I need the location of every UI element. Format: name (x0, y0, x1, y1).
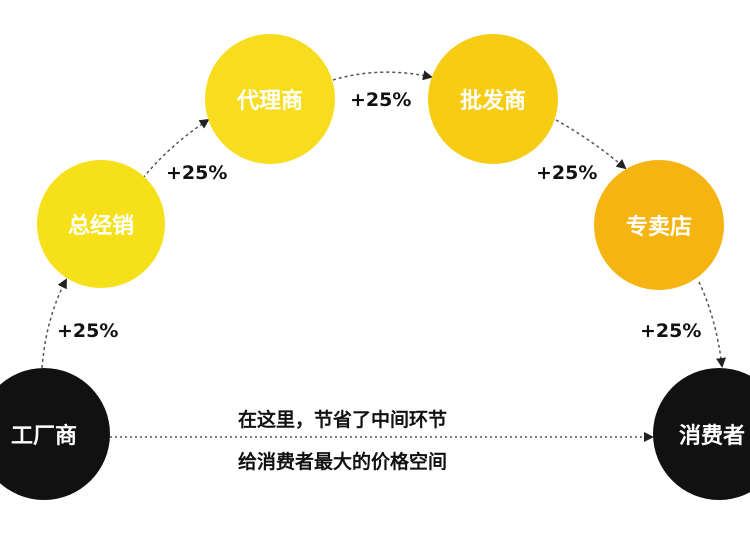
savings-message-line2: 给消费者最大的价格空间 (238, 451, 448, 473)
markup-label-3: +25% (350, 89, 412, 111)
arrow-store-to-consumer (698, 281, 726, 368)
node-wholesaler: 批发商 (428, 34, 558, 164)
markup-label-1: +25% (57, 320, 119, 342)
markup-label-4: +25% (536, 162, 598, 184)
node-consumer-label: 消费者 (679, 424, 746, 449)
node-agent-label: 代理商 (236, 89, 303, 114)
savings-message-line1: 在这里，节省了中间环节 (238, 409, 448, 431)
node-factory: 工厂商 (0, 368, 110, 500)
node-wholesaler-label: 批发商 (459, 89, 526, 114)
node-agent: 代理商 (205, 34, 335, 164)
node-general-distributor: 总经销 (37, 160, 165, 288)
arrow-distributor-to-agent (142, 118, 210, 179)
node-general-distributor-label: 总经销 (67, 214, 134, 239)
node-factory-label: 工厂商 (10, 424, 77, 449)
node-specialty-store-label: 专卖店 (625, 215, 692, 240)
markup-label-5: +25% (640, 320, 702, 342)
arrow-agent-to-wholesaler (332, 70, 433, 81)
arrow-wholesaler-to-store (555, 119, 627, 170)
markup-label-2: +25% (166, 162, 228, 184)
node-specialty-store: 专卖店 (594, 160, 724, 290)
node-consumer: 消费者 (653, 368, 750, 500)
